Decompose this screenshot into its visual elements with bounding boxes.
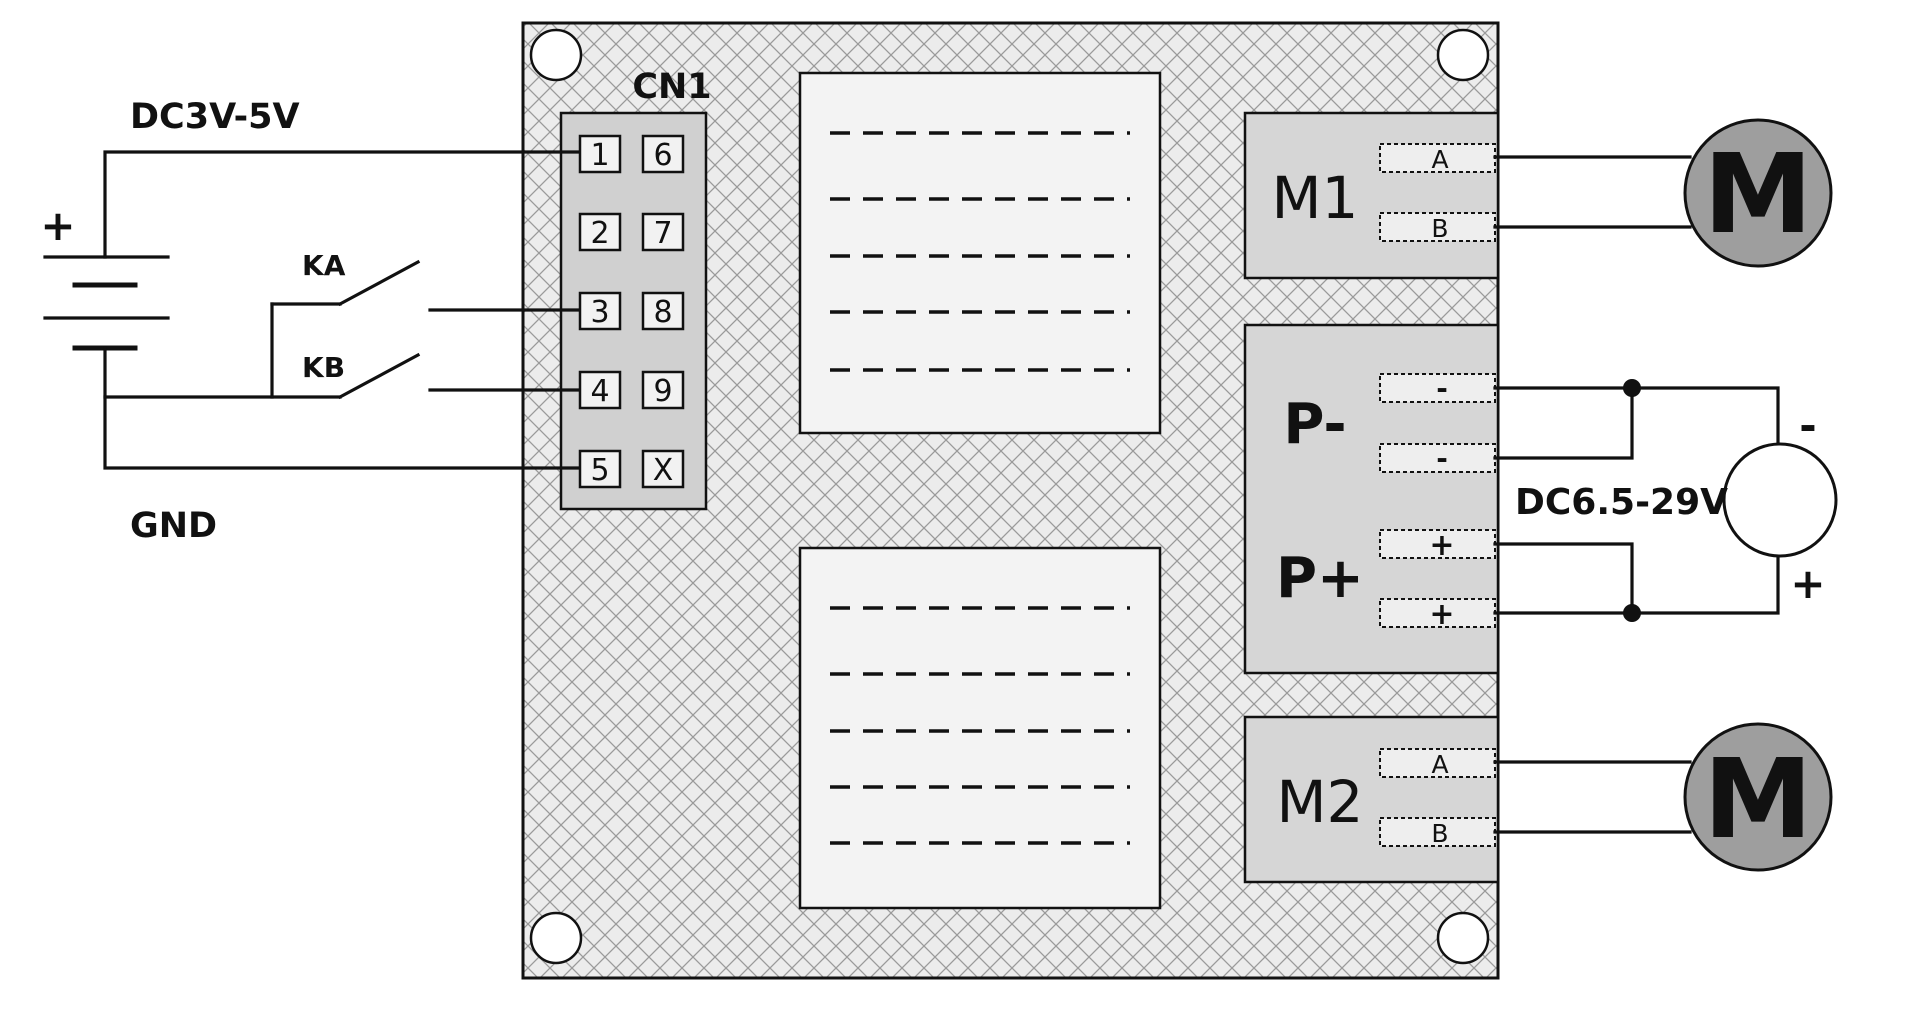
m1-terminal-a-label: A [1431, 145, 1448, 174]
m1-terminal-a [1379, 143, 1496, 173]
motor-m1-symbol: M [1703, 130, 1812, 258]
cn1-pin-box [641, 449, 685, 489]
chip-panel-bottom [798, 546, 1162, 910]
power-terminal-3-label: + [1429, 528, 1454, 563]
cn1-pin-grid: 1 6 2 7 3 8 4 9 5 X [578, 134, 685, 489]
motor-m1: M [1493, 118, 1833, 268]
cn1-pin-box [578, 449, 622, 489]
motor-m2: M [1493, 722, 1833, 872]
cn1-pin-box [641, 291, 685, 331]
cn1-pin-box [641, 212, 685, 252]
m2-terminal-b-label: B [1431, 819, 1448, 848]
ground-label: GND [130, 506, 217, 546]
cn1-label: CN1 [632, 67, 711, 107]
supply-plus-label: + [1790, 559, 1825, 608]
p-plus-label: P+ [1276, 546, 1364, 611]
cn1-pin-label: 2 [590, 216, 609, 251]
cn1-pin-box [578, 370, 622, 410]
driver-board: CN1 1 6 2 7 3 8 4 9 5 X M1 A B P- P+ - - + + [521, 21, 1500, 980]
cn1-pin-box [641, 134, 685, 174]
m1-label: M1 [1272, 164, 1359, 232]
cn1-connector: CN1 1 6 2 7 3 8 4 9 5 X [559, 67, 712, 511]
switch-kb-label: KB [302, 351, 345, 384]
cn1-pin-box [578, 291, 622, 331]
switch-ka-label: KA [302, 249, 346, 282]
cn1-pin-label: 5 [590, 453, 609, 488]
motor-m2-icon [1683, 722, 1833, 872]
battery-plus-label: + [40, 201, 75, 250]
power-supply-label: DC6.5-29V [1515, 482, 1728, 523]
m2-terminal-a [1379, 748, 1496, 778]
cn1-pin-label: 4 [590, 374, 609, 409]
cn1-pin-label: 9 [653, 374, 672, 409]
supply-minus-label: - [1799, 401, 1816, 450]
logic-supply-circuit: DC3V-5V GND + KA KB [40, 97, 580, 546]
m2-terminal-a-label: A [1431, 750, 1448, 779]
cn1-pin-label: 8 [653, 295, 672, 330]
m2-terminal-b [1379, 817, 1496, 847]
switch-ka-icon: KA [302, 249, 580, 312]
motor-m1-icon [1683, 118, 1833, 268]
mounting-hole-bottom-right [1436, 911, 1490, 965]
m2-label: M2 [1277, 768, 1364, 836]
p-minus-label: P- [1283, 392, 1346, 457]
power-terminal-4-label: + [1429, 597, 1454, 632]
cn1-pin-box [578, 134, 622, 174]
cn1-pin-label: 1 [590, 138, 609, 173]
chip-panel-top [798, 71, 1162, 435]
m1-terminal-b-label: B [1431, 214, 1448, 243]
cn1-pin-label: 7 [653, 216, 672, 251]
battery-icon: + [40, 201, 170, 351]
power-input-module: P- P+ - - + + [1243, 323, 1500, 675]
junction-plus [1623, 604, 1641, 622]
cn1-pin-label: 6 [653, 138, 672, 173]
switch-kb-icon: KB [302, 351, 580, 400]
power-supply-circuit: DC6.5-29V - + [1493, 379, 1838, 622]
motor-m2-symbol: M [1703, 735, 1812, 863]
cn1-pin-label: X [653, 453, 674, 488]
cn1-pin-box [641, 370, 685, 410]
junction-minus [1623, 379, 1641, 397]
power-terminal-2-label: - [1436, 442, 1448, 475]
cn1-pin-label: 3 [590, 295, 609, 330]
power-terminal-1-label: - [1436, 372, 1448, 405]
dc-source-icon [1722, 442, 1838, 558]
m2-output-module: M2 A B [1243, 715, 1500, 884]
logic-supply-label: DC3V-5V [130, 97, 300, 137]
mounting-hole-top-left [529, 28, 583, 82]
mounting-hole-top-right [1436, 28, 1490, 82]
mounting-hole-bottom-left [529, 911, 583, 965]
power-terminal-3 [1379, 529, 1496, 559]
cn1-pin-box [578, 212, 622, 252]
m1-output-module: M1 A B [1243, 111, 1500, 280]
